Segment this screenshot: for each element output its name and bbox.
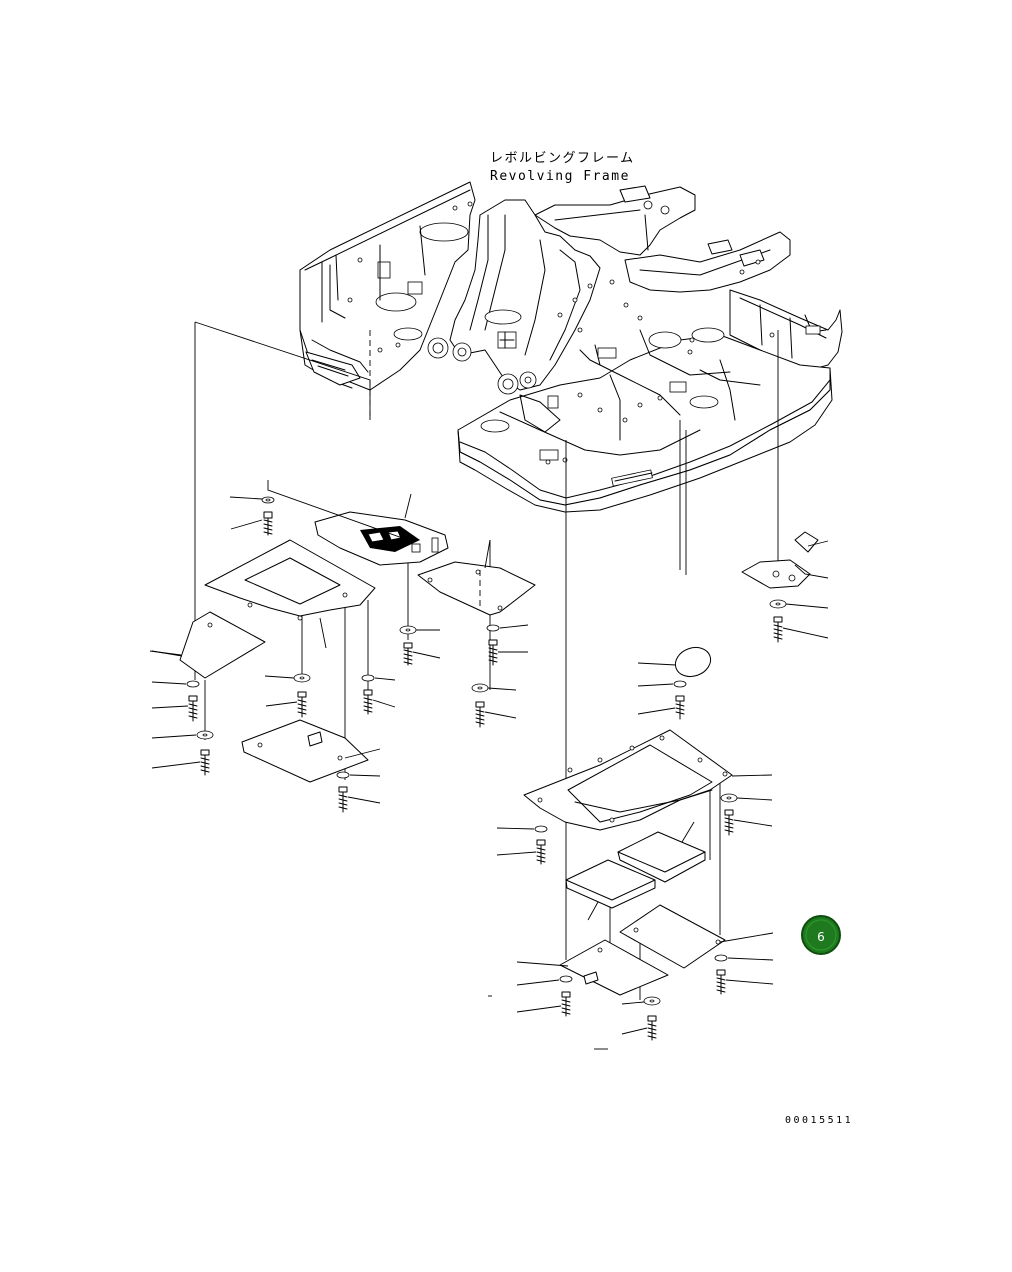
floor-mat-part xyxy=(314,493,449,566)
bottom-left-cover xyxy=(241,719,381,783)
fastener-set-left xyxy=(149,624,529,813)
insulation-pads xyxy=(565,821,706,921)
title-english: Revolving Frame xyxy=(490,169,630,184)
small-bottom-plates xyxy=(516,904,774,996)
small-left-plate xyxy=(151,611,266,679)
washer-bolt-top-left xyxy=(229,480,409,541)
page-badge-label: 6 xyxy=(817,930,825,944)
title-japanese: レボルビングフレーム xyxy=(490,151,635,166)
right-bracket-part xyxy=(741,531,829,643)
left-floor-plate xyxy=(204,539,376,649)
fastener-set-right xyxy=(488,793,774,1050)
deck-bolt-holes xyxy=(347,201,775,465)
revolving-frame xyxy=(299,181,843,513)
page-badge[interactable]: 6 xyxy=(801,915,841,955)
center-plate xyxy=(417,539,536,616)
large-bottom-plate xyxy=(523,729,773,831)
drawing-code: 00015511 xyxy=(785,1115,853,1126)
cap-part xyxy=(637,646,712,720)
